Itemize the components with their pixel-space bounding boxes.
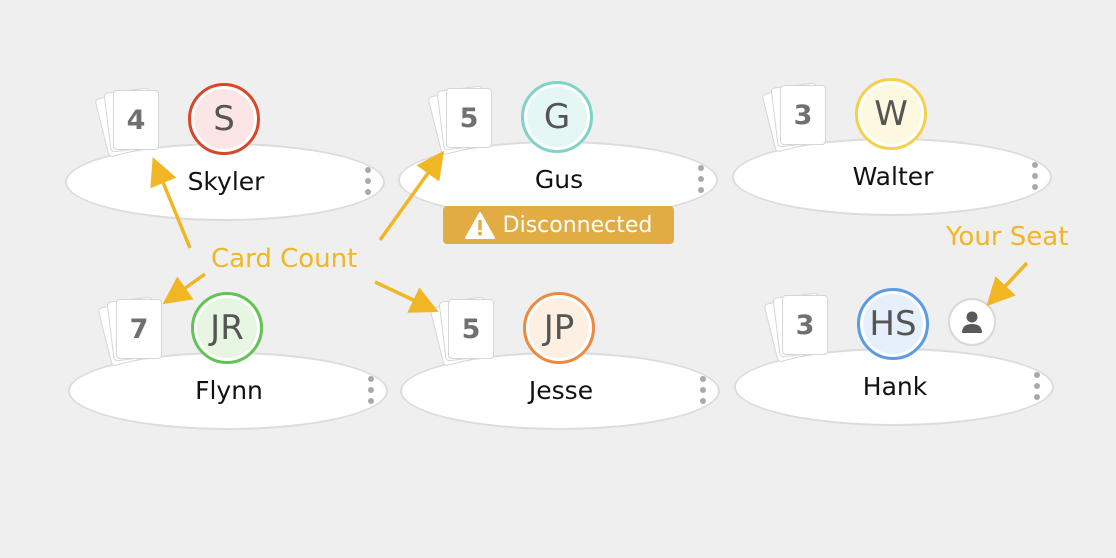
- arrow-skyler: [150, 157, 192, 249]
- card-count: 3: [780, 85, 826, 145]
- more-options-icon[interactable]: [1032, 162, 1038, 195]
- card-count: 5: [448, 299, 494, 359]
- card-count: 7: [116, 299, 162, 359]
- player-name: Gus: [534, 165, 584, 194]
- arrow-flynn: [162, 272, 207, 305]
- player-name: Flynn: [195, 376, 263, 405]
- player-avatar: JR: [191, 292, 263, 364]
- player-name: Walter: [852, 162, 934, 191]
- player-name: Hank: [862, 372, 928, 401]
- seat-plate[interactable]: [734, 348, 1054, 426]
- seat-plate[interactable]: [68, 352, 388, 430]
- arrow-your-seat: [986, 261, 1029, 307]
- seat-skyler: Skyler 4 S: [65, 83, 387, 233]
- arrow-jesse: [374, 280, 439, 313]
- player-avatar: JP: [523, 292, 595, 364]
- more-options-icon[interactable]: [368, 376, 374, 409]
- player-name: Skyler: [187, 167, 265, 196]
- seat-flynn: Flynn 7 JR: [68, 292, 390, 442]
- your-seat-annotation: Your Seat: [946, 222, 1069, 252]
- player-avatar: HS: [857, 288, 929, 360]
- player-avatar: G: [521, 81, 593, 153]
- seat-plate[interactable]: [400, 352, 720, 430]
- more-options-icon[interactable]: [1034, 372, 1040, 405]
- player-avatar: W: [855, 78, 927, 150]
- arrow-gus: [378, 150, 445, 242]
- user-icon: [962, 311, 982, 333]
- seat-walter: Walter 3 W: [732, 78, 1054, 228]
- warning-icon: [464, 211, 495, 239]
- seat-jesse: Jesse 5 JP: [400, 292, 722, 442]
- more-options-icon[interactable]: [700, 376, 706, 409]
- player-avatar: S: [188, 83, 260, 155]
- seat-hank: Hank 3 HS: [734, 288, 1056, 438]
- more-options-icon[interactable]: [698, 165, 704, 198]
- card-count: 4: [113, 90, 159, 150]
- disconnected-badge: Disconnected: [443, 206, 674, 244]
- more-options-icon[interactable]: [365, 167, 371, 200]
- card-count-annotation: Card Count: [211, 244, 358, 274]
- card-count: 5: [446, 88, 492, 148]
- status-text: Disconnected: [502, 212, 653, 238]
- player-name: Jesse: [528, 376, 594, 405]
- card-count: 3: [782, 295, 828, 355]
